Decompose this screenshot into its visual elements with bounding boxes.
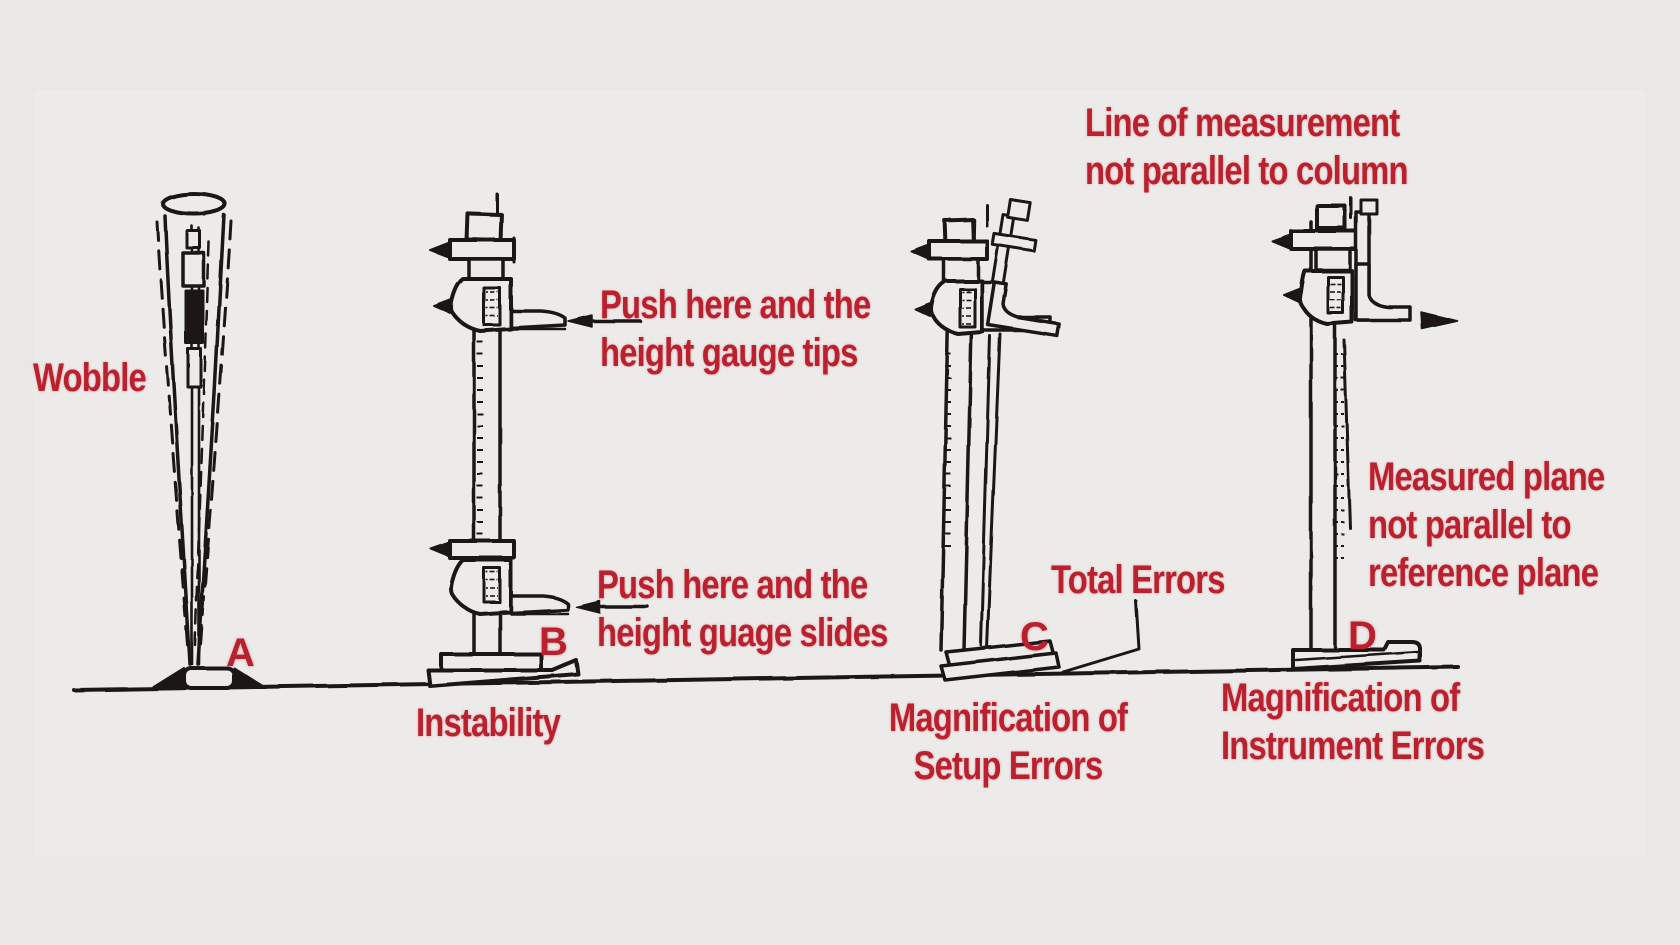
annotation-measured-plane-line2: not parallel to (1368, 503, 1572, 547)
annotation-push-tips-line1: Push here and the (600, 283, 871, 327)
annotation-measured-plane: Measured plane not parallel to reference… (1368, 453, 1605, 597)
annotation-push-slides-line1: Push here and the (597, 563, 868, 607)
figure-letter-c: C (1020, 615, 1049, 659)
annotation-push-tips: Push here and the height gauge tips (600, 281, 871, 377)
figure-d-height-gauge-drawing (1271, 196, 1459, 671)
annotation-line-of-measurement-line2: not parallel to column (1085, 149, 1409, 193)
annotation-push-slides: Push here and the height guage slides (597, 561, 888, 657)
detached-tip-dash (1420, 311, 1459, 330)
annotation-push-tips-line2: height gauge tips (600, 331, 858, 375)
caption-instrument-errors-line2: Instrument Errors (1221, 724, 1485, 768)
caption-instrument-errors: Magnification of Instrument Errors (1221, 674, 1485, 770)
caption-setup-errors-line1: Magnification of (888, 696, 1128, 740)
push-tips-arrow (567, 314, 642, 328)
total-errors-leader-line (1061, 599, 1141, 674)
annotation-line-of-measurement: Line of measurement not parallel to colu… (1085, 99, 1409, 195)
annotation-measured-plane-line3: reference plane (1368, 551, 1599, 595)
figure-c-height-gauge-drawing (910, 198, 1061, 682)
figure-letter-a: A (226, 631, 255, 675)
annotation-line-of-measurement-line1: Line of measurement (1085, 101, 1400, 145)
figure-letter-b: B (539, 620, 568, 664)
ground-line (72, 665, 1460, 692)
annotation-measured-plane-line1: Measured plane (1368, 455, 1605, 499)
push-slides-arrow (575, 600, 650, 614)
caption-instability: Instability (416, 701, 561, 745)
caption-instrument-errors-line1: Magnification of (1221, 676, 1460, 720)
figure-letter-d: D (1348, 614, 1377, 658)
annotation-total-errors: Total Errors (1051, 558, 1225, 602)
label-wobble: Wobble (33, 356, 147, 400)
figure-b-height-gauge-drawing (426, 192, 580, 688)
caption-setup-errors: Magnification of Setup Errors (860, 694, 1155, 790)
scanned-page-background (33, 90, 1647, 856)
caption-setup-errors-line2: Setup Errors (913, 744, 1104, 788)
figure-a-wobble-drawing (151, 192, 267, 690)
annotation-push-slides-line2: height guage slides (597, 611, 888, 655)
